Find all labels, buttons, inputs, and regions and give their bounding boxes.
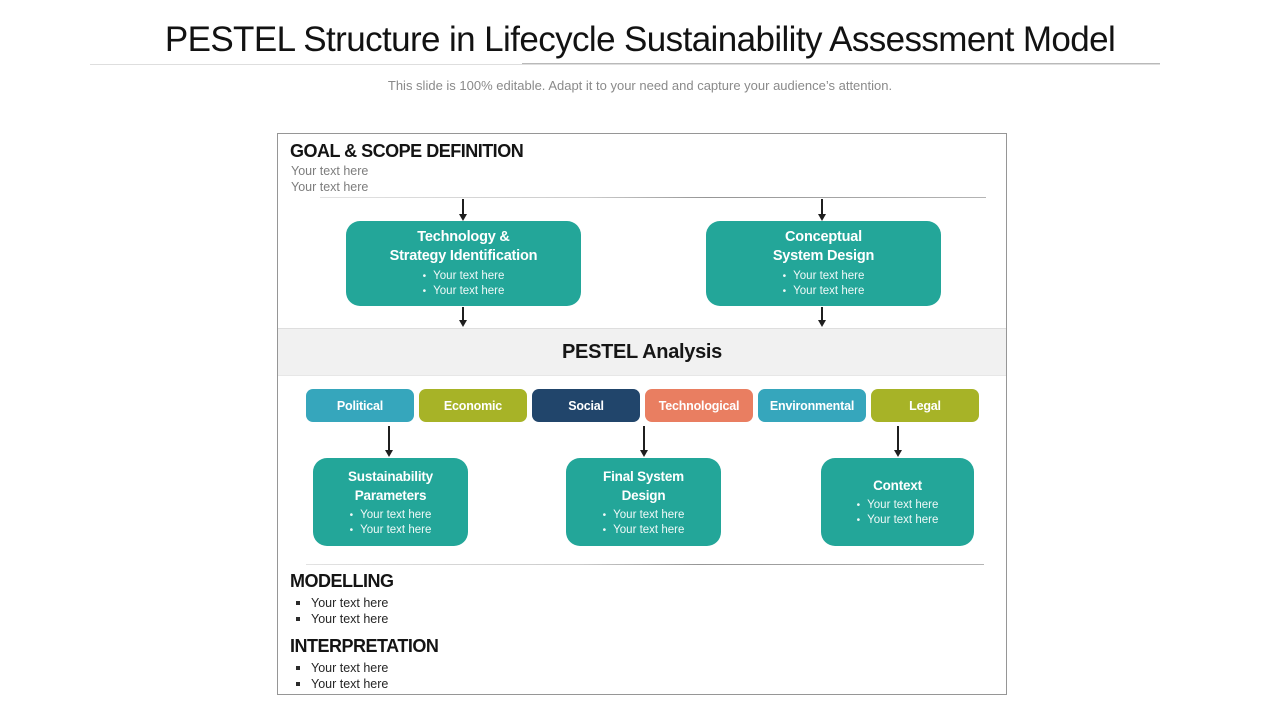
process-box-context: Context Your text here Your text here (821, 458, 974, 546)
square-bullet-icon (296, 666, 300, 670)
list-item-text: Your text here (311, 677, 389, 691)
pestel-factor-technological: Technological (645, 389, 753, 422)
box-title-line: Conceptual (785, 229, 862, 245)
box-bullet: Your text here (821, 498, 974, 513)
arrow-down-icon (821, 199, 823, 214)
box-title-line: Context (873, 478, 922, 493)
pestel-factor-environmental: Environmental (758, 389, 866, 422)
box-bullet: Your text here (346, 284, 581, 299)
arrow-down-icon (897, 426, 899, 450)
box-bullet: Your text here (566, 523, 721, 538)
pestel-analysis-band: PESTEL Analysis (278, 328, 1006, 376)
process-box-technology-strategy: Technology & Strategy Identification You… (346, 221, 581, 306)
box-title-line: Strategy Identification (389, 248, 538, 264)
list-item-text: Your text here (311, 596, 389, 610)
square-bullet-icon (296, 682, 300, 686)
arrow-down-icon (462, 199, 464, 214)
box-title-line: Design (621, 487, 666, 503)
pestel-factor-political: Political (306, 389, 414, 422)
box-bullet: Your text here (706, 269, 941, 284)
slide-subtitle: This slide is 100% editable. Adapt it to… (387, 78, 893, 93)
modelling-heading: MODELLING (290, 571, 394, 591)
arrow-down-icon (821, 307, 823, 320)
square-bullet-icon (296, 601, 300, 605)
box-bullet: Your text here (821, 513, 974, 528)
box-title-line: Final System (603, 468, 684, 484)
box-bullet: Your text here (313, 523, 468, 538)
pestel-factor-social: Social (532, 389, 640, 422)
interpretation-heading: INTERPRETATION (290, 636, 439, 656)
title-underline (90, 64, 1160, 65)
box-title: Conceptual System Design (706, 228, 941, 266)
list-item: Your text here (293, 611, 388, 627)
box-title-line: System Design (772, 248, 875, 264)
pestel-factor-economic: Economic (419, 389, 527, 422)
list-item: Your text here (293, 595, 388, 611)
arrow-down-icon (388, 426, 390, 450)
box-title-line: Sustainability (348, 468, 433, 484)
list-item: Your text here (293, 676, 388, 692)
box-title: Technology & Strategy Identification (346, 228, 581, 266)
list-item-text: Your text here (311, 661, 389, 675)
process-box-final-system-design: Final System Design Your text here Your … (566, 458, 721, 546)
goal-scope-heading: GOAL & SCOPE DEFINITION (290, 141, 524, 161)
box-bullet: Your text here (346, 269, 581, 284)
arrow-down-icon (462, 307, 464, 320)
pestel-factor-row: Political Economic Social Technological … (306, 389, 979, 422)
list-item: Your text here (293, 660, 388, 676)
box-title-line: Parameters (354, 487, 427, 503)
divider-bottom (306, 564, 984, 565)
box-title: Final System Design (566, 467, 721, 505)
process-box-sustainability-parameters: Sustainability Parameters Your text here… (313, 458, 468, 546)
slide-title: PESTEL Structure in Lifecycle Sustainabi… (164, 20, 1116, 59)
diagram-frame: GOAL & SCOPE DEFINITION Your text here Y… (277, 133, 1007, 695)
process-box-conceptual-system-design: Conceptual System Design Your text here … (706, 221, 941, 306)
goal-placeholder-text: Your text here (291, 180, 369, 194)
pestel-band-title: PESTEL Analysis (561, 340, 722, 363)
title-underline-accent (522, 63, 1160, 64)
square-bullet-icon (296, 617, 300, 621)
box-bullet: Your text here (313, 508, 468, 523)
goal-placeholder-text: Your text here (291, 164, 369, 178)
box-bullet: Your text here (566, 508, 721, 523)
box-bullet: Your text here (706, 284, 941, 299)
arrow-down-icon (643, 426, 645, 450)
box-title: Sustainability Parameters (313, 467, 468, 505)
list-item-text: Your text here (311, 612, 389, 626)
divider-top (320, 197, 986, 198)
pestel-factor-legal: Legal (871, 389, 979, 422)
box-title-line: Technology & (417, 229, 510, 245)
box-title: Context (821, 476, 974, 495)
